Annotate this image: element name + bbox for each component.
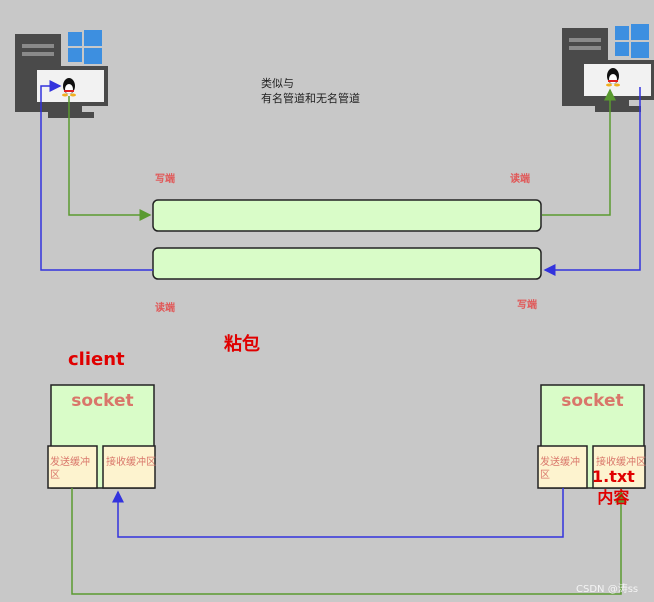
right-recv-buffer-box xyxy=(592,445,646,489)
right-read-label: 读端 xyxy=(510,174,530,185)
left-send-to-right-recv-arrow xyxy=(71,488,627,595)
windows-logo-icon xyxy=(68,30,102,64)
right-recv-buffer-label: 接收缓冲区 xyxy=(596,457,646,468)
left-read-label: 读端 xyxy=(155,303,175,314)
left-socket-title: socket xyxy=(71,391,134,411)
left-send-buffer-label: 发送缓冲区 xyxy=(50,457,90,481)
file-note-line2: 内容 xyxy=(597,488,630,507)
left-read-arrow xyxy=(40,80,153,271)
right-computer-icon xyxy=(562,24,654,112)
left-write-arrow xyxy=(68,96,152,221)
qq-penguin-icon xyxy=(606,68,620,87)
pipe-note-line1: 类似与 xyxy=(261,77,294,90)
left-recv-buffer-label: 接收缓冲区 xyxy=(106,457,156,468)
client-label: client xyxy=(68,349,125,370)
right-read-arrow xyxy=(542,88,616,216)
right-write-arrow xyxy=(543,87,641,276)
left-write-label: 写端 xyxy=(155,174,175,185)
right-write-label: 写端 xyxy=(517,300,537,311)
windows-logo-icon xyxy=(615,24,649,58)
pipe-upper xyxy=(152,199,542,232)
right-socket-title: socket xyxy=(561,391,624,411)
pipe-note-line2: 有名管道和无名管道 xyxy=(261,92,360,105)
watermark: CSDN @涛ss xyxy=(576,584,639,595)
left-send-buffer-box xyxy=(47,445,98,489)
file-note-line1: 1.txt xyxy=(592,467,635,486)
diagram-title: 粘包 xyxy=(224,334,260,355)
pipe-note: 类似与 有名管道和无名管道 xyxy=(261,76,391,106)
file-note: 1.txt 内容 xyxy=(592,466,635,508)
qq-penguin-icon xyxy=(62,78,76,97)
right-send-to-left-recv-arrow xyxy=(112,488,564,538)
right-send-buffer-label: 发送缓冲区 xyxy=(540,457,580,481)
pipe-lower xyxy=(152,247,542,280)
right-send-buffer-box xyxy=(537,445,588,489)
left-recv-buffer-box xyxy=(102,445,156,489)
left-computer-icon xyxy=(15,30,108,118)
